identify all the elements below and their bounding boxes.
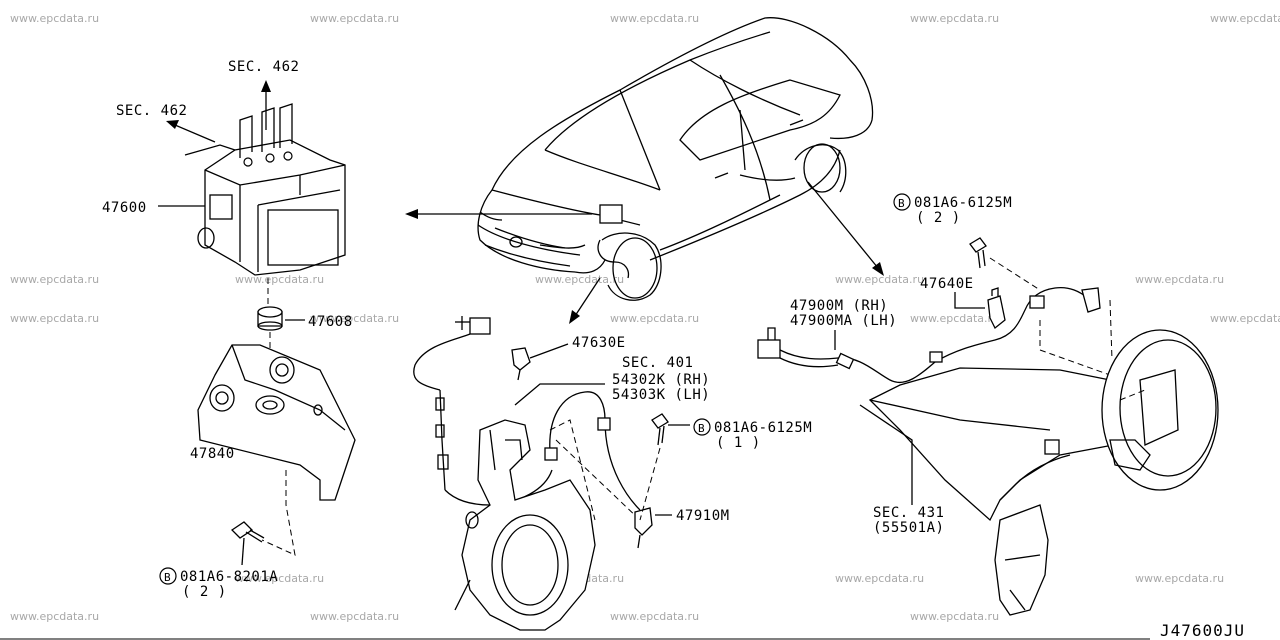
bolt-8201-qty-label: ( 2 ) [182,584,227,600]
bolt-6125-top [969,237,987,269]
watermark: www.epcdata.ru [10,273,99,286]
watermark: www.epcdata.ru [10,312,99,325]
part-47840-label: 47840 [190,446,235,462]
watermark: www.epcdata.ru [235,572,324,585]
watermark: www.epcdata.ru [235,273,324,286]
bolt-8201-code-label: 081A6-8201A [180,569,278,585]
abs-actuator-group: SEC. 462 SEC. 462 47600 47608 [102,59,356,600]
watermark: www.epcdata.ru [835,572,924,585]
front-sensor-group: 47630E SEC. 401 54302K (RH) 54303K (LH) … [413,316,812,631]
watermark: www.epcdata.ru [835,273,924,286]
watermark-layer: www.epcdata.ru www.epcdata.ru www.epcdat… [10,12,1280,623]
rear-sensor-group: B 081A6-6125M ( 2 ) 47640E 47900M (RH) 4… [757,193,1219,616]
rear-brake-disc [1101,329,1219,491]
bolt-prefix: B [164,571,171,584]
part-47608-label: 47608 [308,314,353,330]
watermark: www.epcdata.ru [1210,12,1280,25]
part-47900M-label: 47900M (RH) [790,298,888,314]
watermark: www.epcdata.ru [1210,312,1280,325]
watermark: www.epcdata.ru [1135,273,1224,286]
bolt-symbol-icon [893,193,911,211]
bolt-6125-mid [651,413,690,446]
watermark: www.epcdata.ru [910,610,999,623]
abs-unit-location [599,204,623,224]
leader-arrows [405,181,884,324]
watermark: www.epcdata.ru [610,12,699,25]
bolt-prefix: B [898,197,905,210]
part-54302K-label: 54302K (RH) [612,372,710,388]
bolt-6125-mid-code-label: 081A6-6125M [714,420,812,436]
diagram-ref-code: J47600JU [1160,621,1245,640]
sec431-label: SEC. 431 [873,505,944,521]
bolt-8201 [230,521,265,566]
part-47630E-label: 47630E [572,335,626,351]
abs-actuator-47600 [204,139,346,276]
watermark: www.epcdata.ru [535,273,624,286]
rear-axle-55501A [868,367,1141,522]
bolt-6125-top-code-label: 081A6-6125M [914,195,1012,211]
watermark: www.epcdata.ru [610,312,699,325]
bolt-6125-top-qty-label: ( 2 ) [916,210,961,226]
watermark: www.epcdata.ru [10,12,99,25]
bolt-6125-mid-qty-label: ( 1 ) [716,435,761,451]
part-55501A-label: (55501A) [873,520,944,536]
part-47600-label: 47600 [102,200,147,216]
watermark: www.epcdata.ru [310,610,399,623]
watermark: www.epcdata.ru [310,312,399,325]
sec401-label: SEC. 401 [622,355,693,371]
bolt-prefix: B [698,422,705,435]
sec462-left-label: SEC. 462 [116,103,187,119]
watermark: www.epcdata.ru [310,12,399,25]
part-47910M-label: 47910M [676,508,730,524]
bolt-symbol-icon [159,567,177,585]
watermark: www.epcdata.ru [10,610,99,623]
part-54303K-label: 54303K (LH) [612,387,710,403]
bracket-47640E [987,295,1006,330]
part-47640E-label: 47640E [920,276,974,292]
watermark: www.epcdata.ru [910,312,999,325]
part-47900MA-label: 47900MA (LH) [790,313,897,329]
wheel-sensor-47910M [634,507,653,536]
car-illustration [477,17,874,301]
clip-47630E [511,347,531,371]
bolt-symbol-icon [693,418,711,436]
watermark: www.epcdata.ru [1135,572,1224,585]
watermark: www.epcdata.ru [910,12,999,25]
rear-wheel-sensor-47900M [1081,287,1101,313]
bracket-47840 [197,344,356,501]
watermark: www.epcdata.ru [610,610,699,623]
sec462-top-label: SEC. 462 [228,59,299,75]
